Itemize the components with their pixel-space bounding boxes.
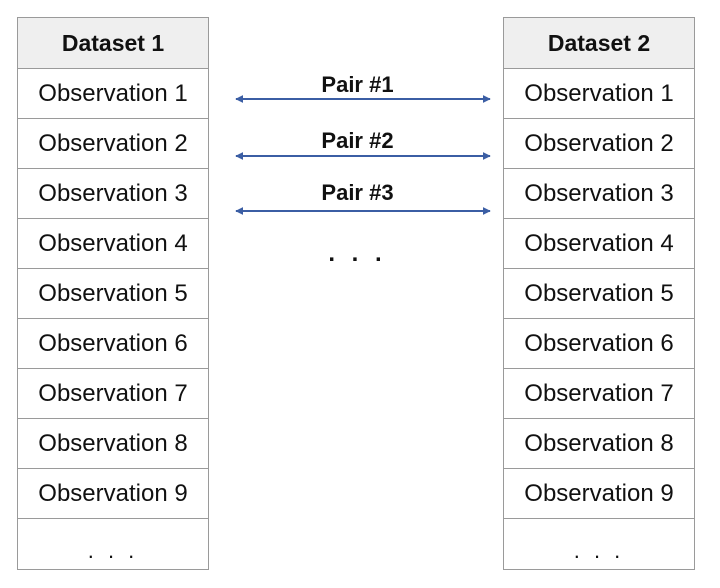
dataset-2-row: Observation 5 [504, 269, 694, 319]
dataset-1-row: Observation 7 [18, 369, 208, 419]
dataset-1-row: Observation 9 [18, 469, 208, 519]
dataset-1-row: Observation 4 [18, 219, 208, 269]
dataset-1-column: Dataset 1 Observation 1 Observation 2 Ob… [17, 17, 209, 570]
dataset-1-header: Dataset 1 [18, 18, 208, 69]
dataset-2-column: Dataset 2 Observation 1 Observation 2 Ob… [503, 17, 695, 570]
dataset-1-row: Observation 6 [18, 319, 208, 369]
dataset-1-row: Observation 3 [18, 169, 208, 219]
dataset-1-row: Observation 2 [18, 119, 208, 169]
pair-label: Pair #2 [321, 128, 394, 153]
dataset-2-row: Observation 2 [504, 119, 694, 169]
dataset-2-row: Observation 4 [504, 219, 694, 269]
dataset-2-header: Dataset 2 [504, 18, 694, 69]
dataset-1-row: Observation 8 [18, 419, 208, 469]
pair-label: Pair #1 [321, 72, 394, 97]
dataset-2-ellipsis: . . . [504, 519, 694, 569]
dataset-1-row: Observation 5 [18, 269, 208, 319]
dataset-2-row: Observation 9 [504, 469, 694, 519]
dataset-2-row: Observation 1 [504, 69, 694, 119]
dataset-2-row: Observation 3 [504, 169, 694, 219]
dataset-2-row: Observation 7 [504, 369, 694, 419]
dataset-1-row: Observation 1 [18, 69, 208, 119]
dataset-2-row: Observation 8 [504, 419, 694, 469]
pairs-ellipsis: . . . [328, 240, 387, 267]
pair-label: Pair #3 [321, 180, 394, 205]
dataset-2-row: Observation 6 [504, 319, 694, 369]
dataset-1-ellipsis: . . . [18, 519, 208, 569]
